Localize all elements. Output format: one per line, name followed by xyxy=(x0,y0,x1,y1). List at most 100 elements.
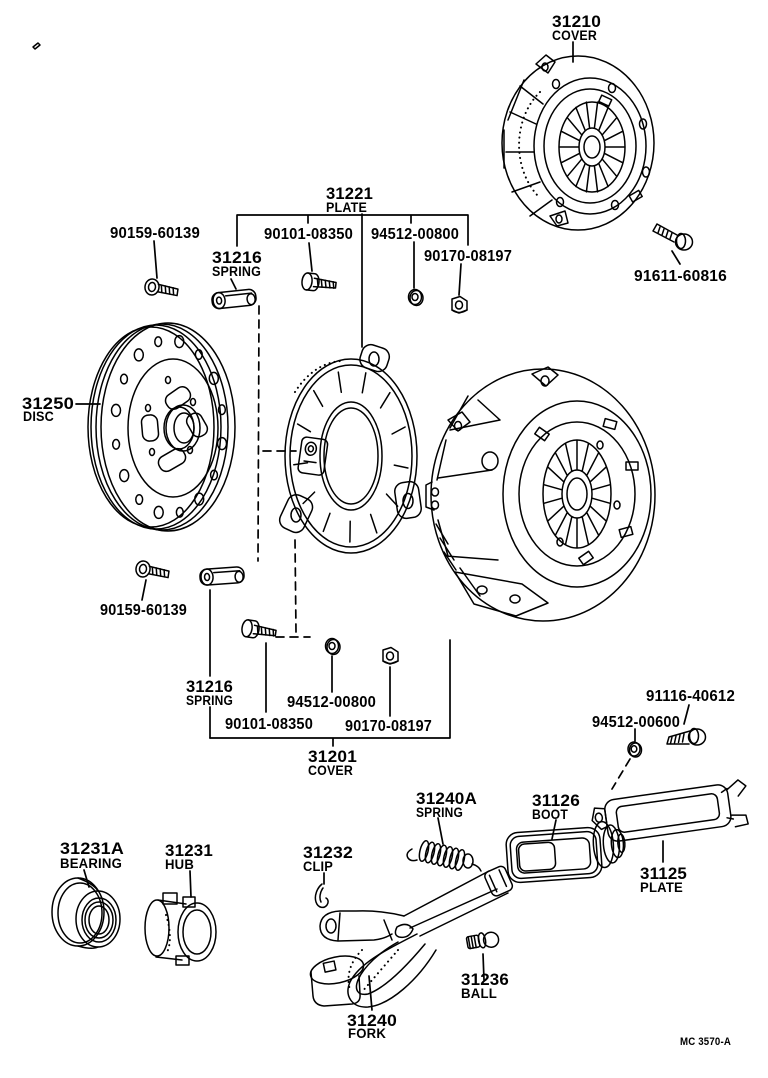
fork-lower-arm-inner xyxy=(355,941,426,996)
disc-hub-spline xyxy=(173,412,195,444)
bracket-top xyxy=(236,214,469,247)
label-94512-00600: 94512-00600 xyxy=(592,714,680,731)
label-94512-00800-top: 94512-00800 xyxy=(371,226,459,243)
label-31210-cover: 31210 xyxy=(552,12,601,31)
fin-line xyxy=(543,497,563,505)
label-31221-plate: 31221 xyxy=(326,184,373,203)
label-31232-clip: 31232 xyxy=(303,843,353,862)
leader-31216-top xyxy=(230,278,237,290)
label-31216-spring-top: SPRING xyxy=(212,264,261,279)
clutch-cover-31210-drawing xyxy=(501,54,655,231)
cover31210-center-hole xyxy=(583,135,601,159)
cover31201-face-ring xyxy=(502,400,652,588)
fin-line xyxy=(598,106,609,132)
fin-line xyxy=(296,423,312,433)
nut-90170-bottom-drawing xyxy=(382,646,399,665)
label-90101-08350-top: 90101-08350 xyxy=(264,226,353,243)
rivet-hole xyxy=(119,373,129,385)
plate31125-fingers xyxy=(726,779,749,828)
fin-line xyxy=(585,165,591,193)
bracket-bottom xyxy=(209,639,451,747)
fork-clip-seat xyxy=(394,923,414,939)
cover31201-outline xyxy=(430,368,656,622)
clutch-disc-31250-drawing xyxy=(87,322,236,532)
label-31216-spring-bottom: 31216 xyxy=(186,677,233,696)
fin-line xyxy=(361,372,367,394)
fin-line xyxy=(586,452,600,477)
scan-speck xyxy=(32,42,41,50)
cover31210-stipple xyxy=(518,91,541,197)
label-31125-plate: PLATE xyxy=(640,880,683,895)
label-31236-ball: BALL xyxy=(461,986,497,1001)
label-90170-08197-bottom: 90170-08197 xyxy=(345,718,432,735)
leader-90170-top xyxy=(458,263,462,296)
fin-line xyxy=(337,371,343,394)
fin-line xyxy=(581,516,590,546)
fin-line xyxy=(566,116,583,136)
fork-shaft xyxy=(403,870,509,937)
rivet-hole xyxy=(217,404,227,416)
fin-line xyxy=(560,152,580,164)
fork-stipple-2 xyxy=(361,949,399,993)
plate31221-outline xyxy=(284,358,418,554)
hub-stipple xyxy=(165,914,171,953)
label-31125-plate: 31125 xyxy=(640,864,687,883)
label-31250-disc: 31250 xyxy=(22,394,74,413)
leader-31231a xyxy=(83,869,90,888)
rivet-hole xyxy=(118,468,130,483)
label-90159-60139-top: 90159-60139 xyxy=(110,225,200,242)
fin-line xyxy=(554,511,568,536)
label-94512-00800-bottom: 94512-00800 xyxy=(287,694,376,711)
fin-line xyxy=(604,130,624,142)
label-31210-cover: COVER xyxy=(552,28,597,43)
fin-line xyxy=(302,491,316,505)
plate31221-stipple xyxy=(294,360,344,393)
leader-31240a xyxy=(437,817,444,845)
label-31216-spring-bottom: SPRING xyxy=(186,693,233,708)
drawing-code: MC 3570-A xyxy=(680,1036,731,1048)
rivet-hole xyxy=(133,348,145,362)
fin-line xyxy=(547,466,565,483)
leader-lines xyxy=(75,41,690,1011)
fin-line xyxy=(604,152,624,164)
bearing-31231a-drawing xyxy=(51,877,121,950)
bolt-90159-top-drawing xyxy=(144,278,179,297)
fork-tip-pad xyxy=(484,865,514,897)
rivet-hole xyxy=(193,492,205,506)
nut-94512-top-drawing xyxy=(407,288,424,307)
cover31201-left-lugs xyxy=(425,481,435,511)
fin-line xyxy=(575,162,586,188)
rivet-hole xyxy=(153,505,164,520)
fin-line xyxy=(560,130,580,142)
cover31210-outline xyxy=(501,55,655,231)
rivet-hole xyxy=(135,493,144,506)
fin-line xyxy=(601,158,618,178)
label-31240a-spring: SPRING xyxy=(416,805,463,820)
fin-line xyxy=(581,442,590,472)
disc-damper-spring-2 xyxy=(140,414,160,442)
fin-line xyxy=(589,466,607,483)
fin-line xyxy=(591,497,611,505)
label-31231a-bearing: 31231A xyxy=(60,839,124,858)
bolt-91611-drawing xyxy=(652,223,694,251)
leader-91116 xyxy=(683,704,690,725)
plate31221-center-hole xyxy=(323,407,379,505)
clip-31232-drawing xyxy=(314,883,329,909)
return-spring-31240a-drawing xyxy=(406,840,482,872)
label-31201-cover: COVER xyxy=(308,763,353,778)
label-31231-hub: 31231 xyxy=(165,841,213,860)
fin-line xyxy=(293,461,309,466)
fin-line xyxy=(585,101,591,129)
label-31231a-bearing: BEARING xyxy=(60,856,122,871)
fin-line xyxy=(591,483,611,491)
bolt-90101-top-drawing xyxy=(301,272,337,292)
disc-damper-spring-1 xyxy=(164,385,192,411)
plate31221-right-tab xyxy=(394,480,422,520)
pressure-plate-31221-drawing xyxy=(278,343,422,554)
leader-90101-top xyxy=(308,242,313,272)
spring-31216-top-drawing xyxy=(211,288,257,310)
fin-line xyxy=(601,116,618,136)
fin-line xyxy=(564,516,573,546)
bolt-90101-bottom-drawing xyxy=(241,619,277,639)
label-31236-ball: 31236 xyxy=(461,970,509,989)
